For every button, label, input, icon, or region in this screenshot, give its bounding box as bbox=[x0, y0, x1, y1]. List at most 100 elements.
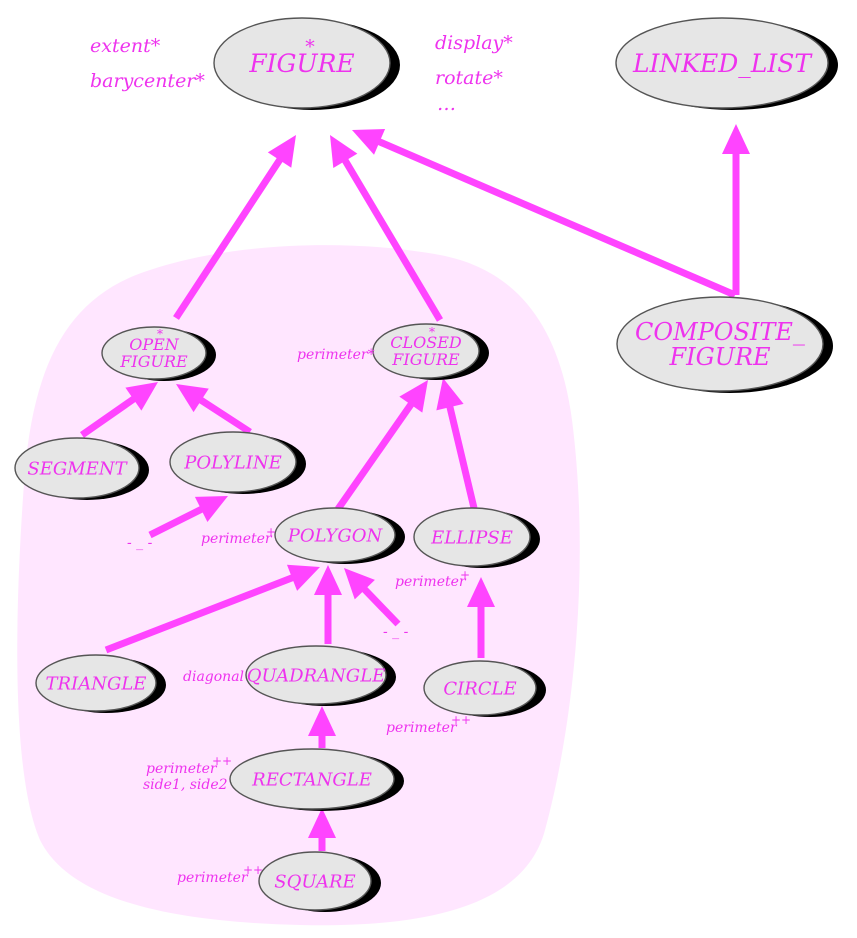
display-feature: display* bbox=[435, 32, 513, 54]
edge-line bbox=[148, 505, 205, 539]
arrowhead-icon bbox=[467, 577, 495, 607]
edge-line bbox=[341, 157, 444, 322]
edge-closed-figure-to-figure bbox=[330, 135, 444, 322]
arrowhead-icon bbox=[352, 129, 386, 155]
class-node-triangle[interactable]: TRIANGLE bbox=[35, 654, 166, 713]
ellipse-perimeter-sup: + bbox=[460, 568, 470, 582]
edge-line bbox=[173, 156, 284, 320]
node-ellipse bbox=[274, 507, 396, 563]
rotate-feature: rotate* bbox=[435, 67, 503, 89]
class-node-circle[interactable]: CIRCLE bbox=[423, 660, 546, 717]
edge-triangle-to-polygon bbox=[104, 564, 320, 654]
node-ellipse bbox=[616, 296, 824, 392]
arrowhead-icon bbox=[308, 706, 336, 736]
node-label: CIRCLE bbox=[443, 678, 516, 699]
edge-open-figure-to-figure bbox=[173, 135, 296, 320]
node-label: OPEN bbox=[129, 335, 180, 354]
node-label: FIGURE bbox=[119, 352, 188, 371]
node-label: TRIANGLE bbox=[46, 673, 147, 694]
node-label: QUADRANGLE bbox=[247, 665, 386, 686]
extent-feature: extent* bbox=[90, 35, 161, 57]
node-ellipse bbox=[101, 326, 207, 380]
deferred-marker: * bbox=[157, 327, 163, 341]
node-label: POLYLINE bbox=[183, 452, 282, 473]
edge-line bbox=[335, 400, 415, 512]
annotations-layer: extent* barycenter* display* rotate* … p… bbox=[90, 32, 513, 886]
node-label: SQUARE bbox=[274, 871, 355, 892]
node-ellipse bbox=[413, 507, 531, 567]
node-label: SEGMENT bbox=[27, 458, 128, 479]
quadrangle-diagonal: diagonal bbox=[183, 669, 244, 685]
node-ellipse bbox=[615, 17, 829, 109]
edge-line bbox=[446, 404, 478, 509]
arrowhead-icon bbox=[286, 564, 320, 591]
square-perimeter: perimeter bbox=[177, 870, 249, 886]
node-label: RECTANGLE bbox=[251, 769, 372, 790]
node-label: COMPOSITE_ bbox=[635, 318, 805, 346]
edge-line bbox=[79, 395, 138, 438]
edge-line bbox=[197, 396, 252, 435]
circle-perimeter-sup: ++ bbox=[451, 713, 471, 727]
edge-quadrangle-to-polygon bbox=[314, 565, 342, 644]
nodes-layer: FIGURE*LINKED_LISTOPENFIGURE*CLOSEDFIGUR… bbox=[14, 17, 838, 912]
node-label: FIGURE bbox=[391, 350, 460, 369]
arrowhead-icon bbox=[125, 382, 158, 411]
arrowhead-icon bbox=[722, 124, 750, 154]
edge-polygon-to-closed-figure bbox=[335, 380, 428, 512]
class-node-linked-list[interactable]: LINKED_LIST bbox=[615, 17, 838, 110]
node-label: POLYGON bbox=[287, 525, 384, 546]
node-label: CLOSED bbox=[390, 333, 462, 352]
arrowhead-icon bbox=[308, 808, 336, 838]
edge-square-to-rectangle bbox=[308, 808, 336, 851]
polygon-descendants-ellipsis: - _ - bbox=[383, 624, 409, 640]
edge-polyline-ellipsis-to-polyline bbox=[148, 496, 228, 539]
class-node-polyline[interactable]: POLYLINE bbox=[169, 431, 306, 494]
rectangle-perimeter-sup: ++ bbox=[212, 754, 232, 768]
more-features-ellipsis: … bbox=[437, 93, 456, 115]
class-node-quadrangle[interactable]: QUADRANGLE bbox=[245, 645, 396, 706]
arrowhead-icon bbox=[436, 378, 464, 411]
arrowhead-icon bbox=[399, 380, 428, 413]
class-node-square[interactable]: SQUARE bbox=[258, 851, 381, 912]
rectangle-perimeter: perimeter bbox=[146, 761, 218, 777]
node-ellipse bbox=[35, 654, 157, 712]
square-perimeter-sup: ++ bbox=[243, 863, 263, 877]
arrowhead-icon bbox=[194, 496, 228, 522]
deferred-marker: * bbox=[429, 325, 435, 339]
circle-perimeter: perimeter bbox=[386, 720, 458, 736]
edge-circle-to-ellipse bbox=[467, 577, 495, 658]
class-node-polygon[interactable]: POLYGON bbox=[274, 507, 405, 564]
arrowhead-icon bbox=[344, 568, 375, 600]
edge-rectangle-to-quadrangle bbox=[308, 706, 336, 748]
edge-line bbox=[360, 585, 401, 627]
node-ellipse bbox=[372, 323, 480, 379]
class-node-segment[interactable]: SEGMENT bbox=[14, 437, 149, 500]
rectangle-sides: side1, side2 bbox=[143, 777, 228, 793]
node-label: FIGURE bbox=[248, 49, 354, 78]
ellipse-perimeter: perimeter bbox=[395, 574, 467, 590]
class-node-rectangle[interactable]: RECTANGLE bbox=[229, 748, 404, 811]
closed-figure-perimeter: perimeter* bbox=[297, 347, 375, 363]
edge-polyline-to-open-figure bbox=[176, 384, 252, 435]
arrowhead-icon bbox=[176, 384, 209, 413]
edge-segment-to-open-figure bbox=[79, 382, 158, 438]
node-label: ELLIPSE bbox=[430, 527, 513, 548]
class-node-ellipse[interactable]: ELLIPSE bbox=[413, 507, 540, 568]
class-node-figure[interactable]: FIGURE* bbox=[213, 17, 400, 110]
class-node-composite-figure[interactable]: COMPOSITE_FIGURE bbox=[616, 296, 833, 393]
edge-composite-figure-to-linked-list bbox=[722, 124, 750, 295]
polyline-descendants-ellipsis: - _ - bbox=[127, 535, 153, 551]
node-ellipse bbox=[258, 851, 372, 911]
polygon-perimeter: perimeter bbox=[201, 531, 273, 547]
arrowhead-icon bbox=[314, 565, 342, 595]
node-ellipse bbox=[229, 748, 395, 810]
node-ellipse bbox=[14, 437, 140, 499]
node-ellipse bbox=[169, 431, 297, 493]
arrowhead-icon bbox=[330, 135, 358, 168]
node-ellipse bbox=[245, 645, 387, 705]
polygon-perimeter-sup: + bbox=[266, 525, 276, 539]
node-ellipse bbox=[213, 17, 391, 109]
